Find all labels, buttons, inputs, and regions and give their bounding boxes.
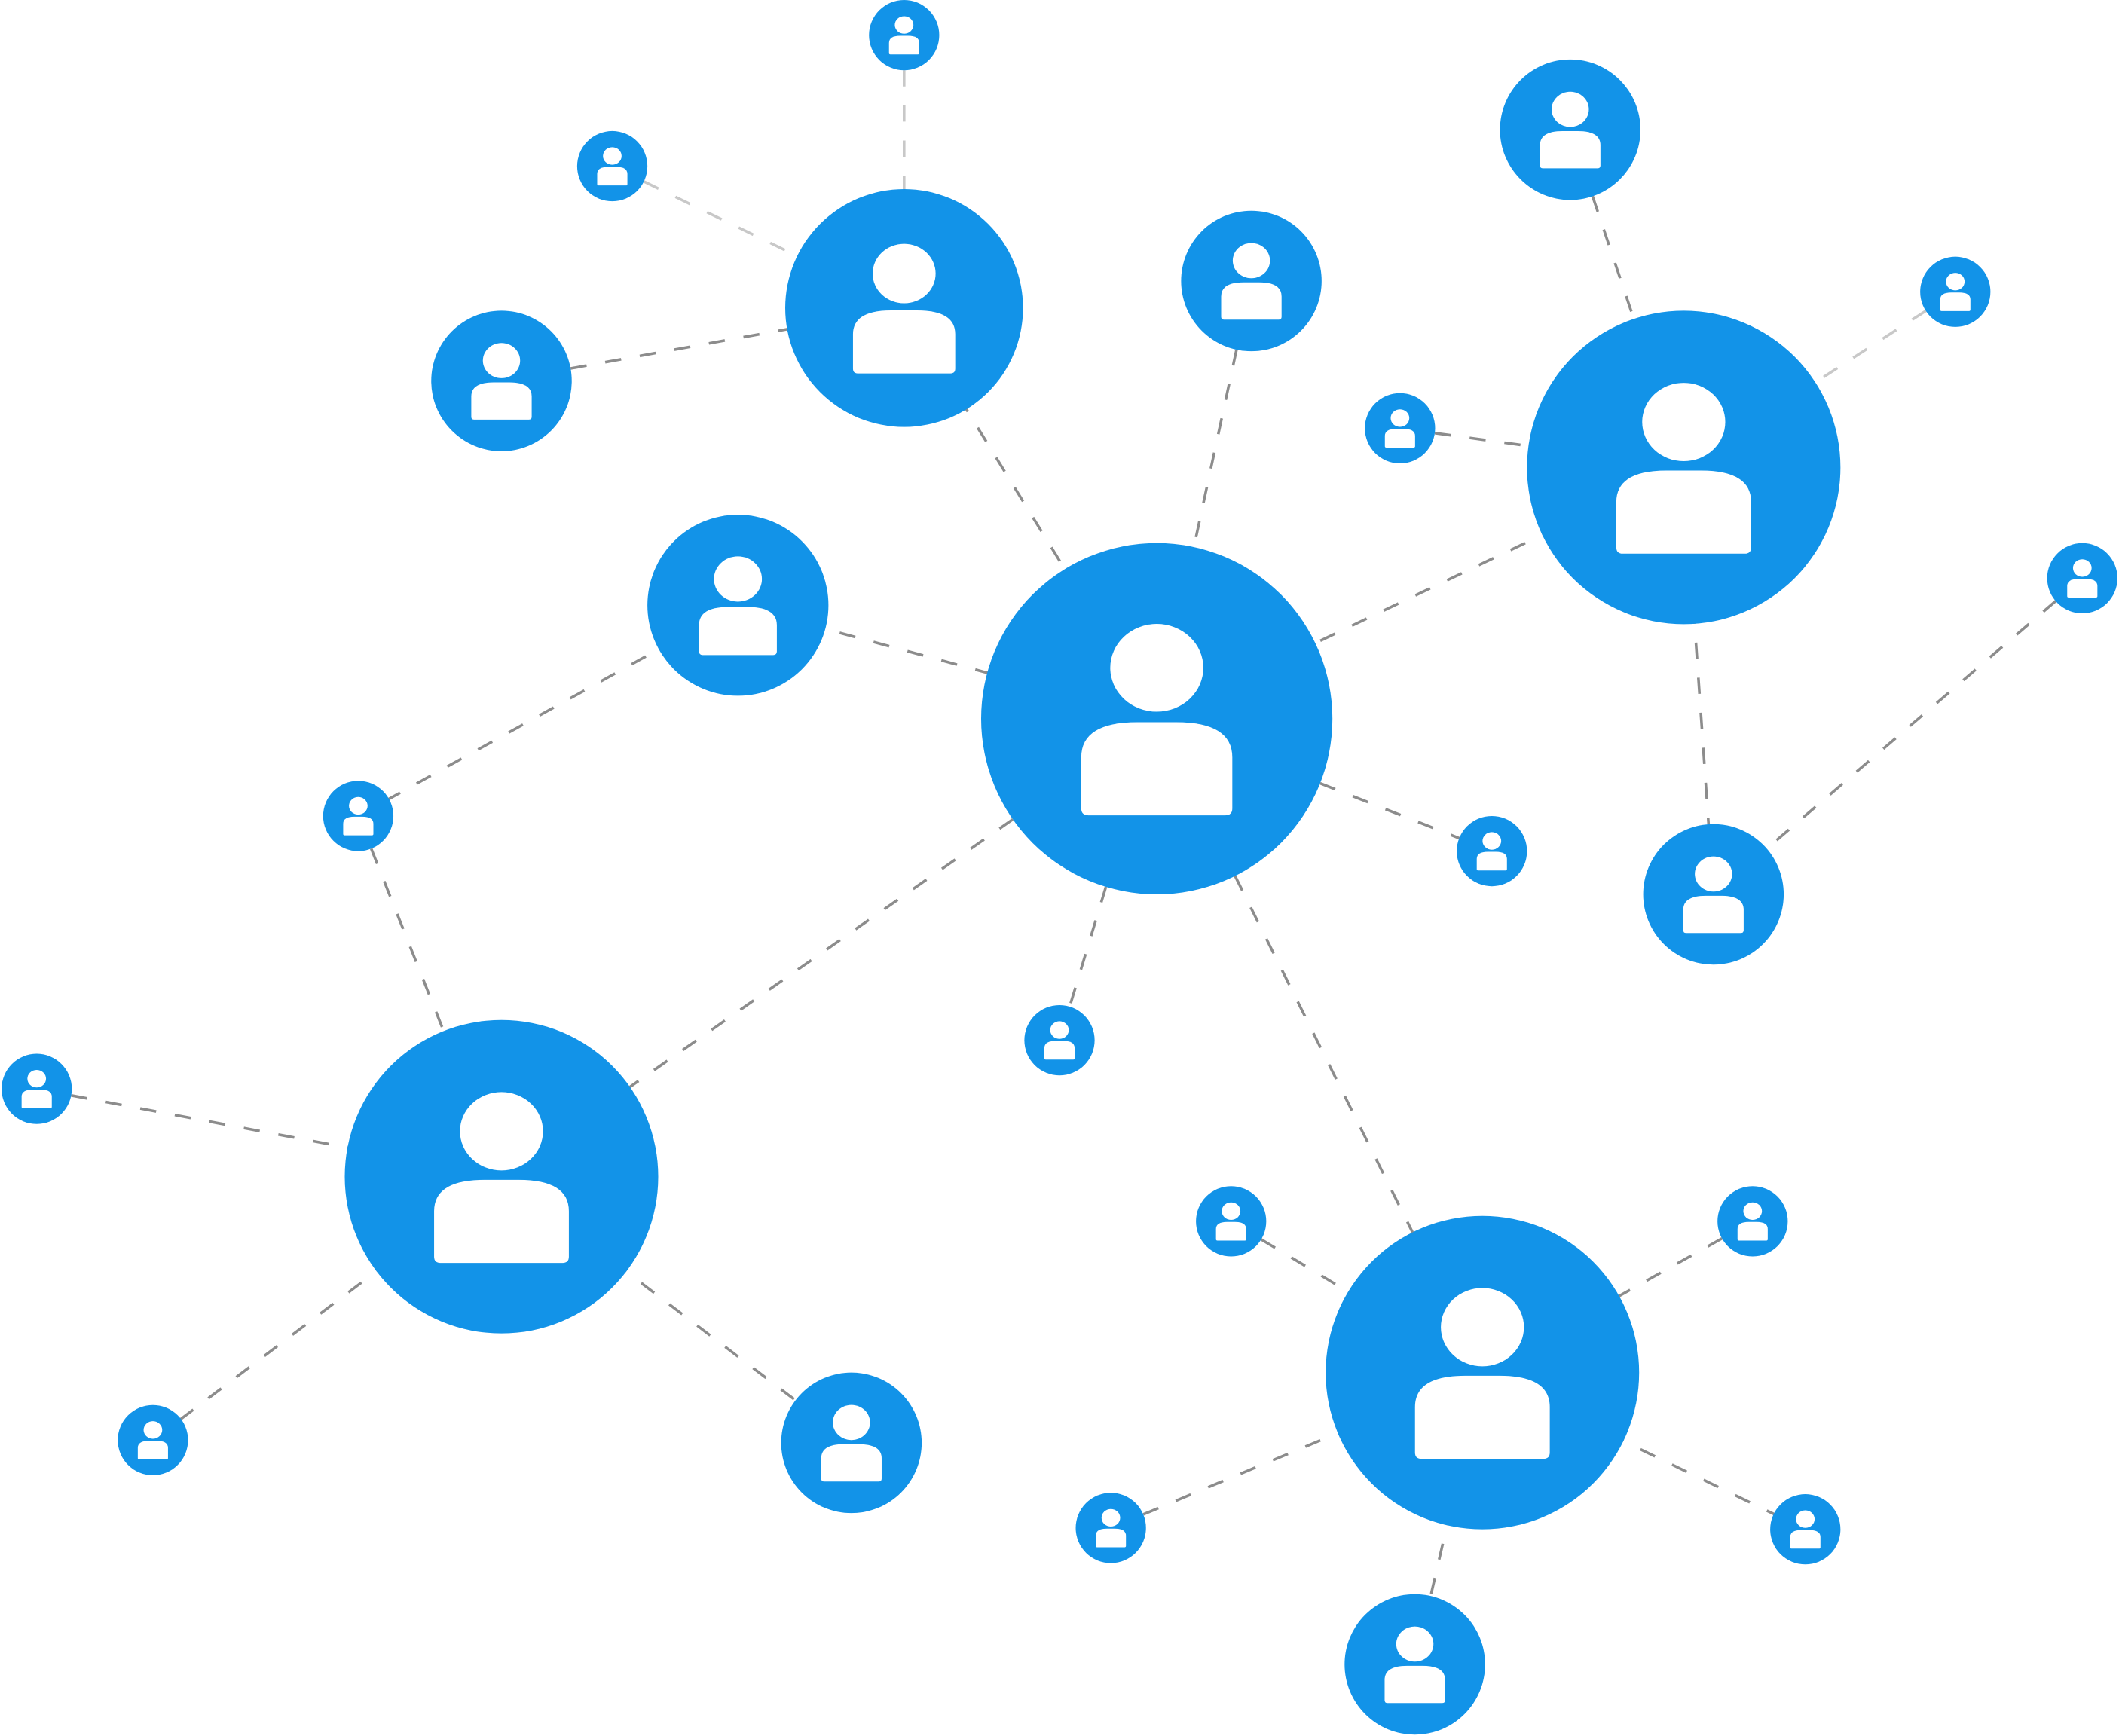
user-node[interactable] — [1365, 393, 1436, 463]
connection-line — [1156, 466, 1685, 720]
user-node[interactable] — [869, 0, 940, 71]
user-node-circle — [1024, 1004, 1095, 1076]
user-icon — [343, 796, 374, 836]
user-node-circle — [1075, 1493, 1146, 1563]
user-node[interactable] — [1457, 815, 1527, 887]
user-icon — [434, 1092, 569, 1264]
user-icon — [1790, 1510, 1821, 1549]
user-icon — [1221, 243, 1282, 320]
user-icon — [1476, 832, 1507, 871]
user-node-circle — [323, 781, 394, 851]
user-icon — [1540, 91, 1601, 169]
user-node[interactable] — [1344, 1594, 1485, 1735]
user-icon — [1384, 409, 1415, 448]
user-node-circle — [1457, 815, 1527, 887]
user-icon — [1940, 273, 1971, 311]
user-node[interactable] — [1196, 1186, 1267, 1257]
user-icon — [137, 1421, 168, 1459]
user-node-circle — [785, 189, 1023, 427]
user-node-circle — [647, 515, 829, 696]
user-node[interactable] — [1717, 1186, 1788, 1257]
user-node[interactable] — [1643, 824, 1784, 965]
user-node[interactable] — [576, 130, 648, 202]
connection-line — [500, 717, 1158, 1178]
user-node[interactable] — [647, 515, 829, 696]
user-node-circle — [1344, 1594, 1485, 1735]
user-node[interactable] — [431, 310, 572, 451]
user-icon — [1384, 1626, 1445, 1704]
user-node-circle — [1326, 1215, 1640, 1530]
user-node[interactable] — [118, 1404, 188, 1475]
user-node-circle — [1770, 1494, 1841, 1565]
user-node-circle — [344, 1019, 659, 1334]
user-node-circle — [981, 542, 1333, 894]
user-node[interactable] — [1075, 1493, 1146, 1563]
user-node-circle — [431, 310, 572, 451]
user-icon — [1616, 383, 1751, 554]
user-icon — [471, 343, 532, 420]
user-node[interactable] — [981, 542, 1333, 894]
user-node-circle — [2047, 542, 2117, 614]
user-node[interactable] — [2, 1053, 72, 1124]
user-node-circle — [1500, 59, 1640, 200]
user-node[interactable] — [1920, 256, 1991, 327]
connection-line — [1481, 1371, 1806, 1531]
user-node-circle — [1527, 310, 1841, 625]
user-icon — [1737, 1202, 1768, 1241]
user-node-circle — [118, 1404, 188, 1475]
user-node[interactable] — [323, 781, 394, 851]
user-icon — [1414, 1288, 1550, 1459]
user-icon — [699, 556, 777, 656]
user-icon — [821, 1404, 882, 1482]
user-node-circle — [1181, 210, 1322, 352]
user-node-circle — [1717, 1186, 1788, 1257]
user-icon — [888, 16, 919, 55]
connection-line — [1156, 717, 1493, 853]
user-node[interactable] — [1024, 1004, 1095, 1076]
user-node-circle — [869, 0, 940, 71]
user-node-circle — [576, 130, 648, 202]
user-icon — [1081, 624, 1233, 816]
user-icon — [597, 147, 628, 186]
user-node[interactable] — [781, 1372, 922, 1514]
user-node[interactable] — [2047, 542, 2117, 614]
user-icon — [2067, 559, 2098, 598]
user-node-circle — [1196, 1186, 1267, 1257]
user-icon — [1096, 1508, 1127, 1548]
user-icon — [1683, 856, 1744, 934]
user-node-circle — [781, 1372, 922, 1514]
connection-line — [1155, 280, 1253, 720]
user-node[interactable] — [785, 189, 1023, 427]
user-icon — [21, 1069, 52, 1108]
user-node[interactable] — [1770, 1494, 1841, 1565]
user-node[interactable] — [1326, 1215, 1640, 1530]
user-node-circle — [1643, 824, 1784, 965]
user-icon — [1215, 1202, 1246, 1241]
user-node-circle — [1365, 393, 1436, 463]
user-node-circle — [1920, 256, 1991, 327]
user-icon — [1044, 1021, 1075, 1060]
user-node[interactable] — [1527, 310, 1841, 625]
user-node[interactable] — [344, 1019, 659, 1334]
user-node[interactable] — [1181, 210, 1322, 352]
user-node-circle — [2, 1053, 72, 1124]
user-icon — [852, 243, 956, 374]
user-node[interactable] — [1500, 59, 1640, 200]
connection-line — [1712, 577, 2084, 896]
